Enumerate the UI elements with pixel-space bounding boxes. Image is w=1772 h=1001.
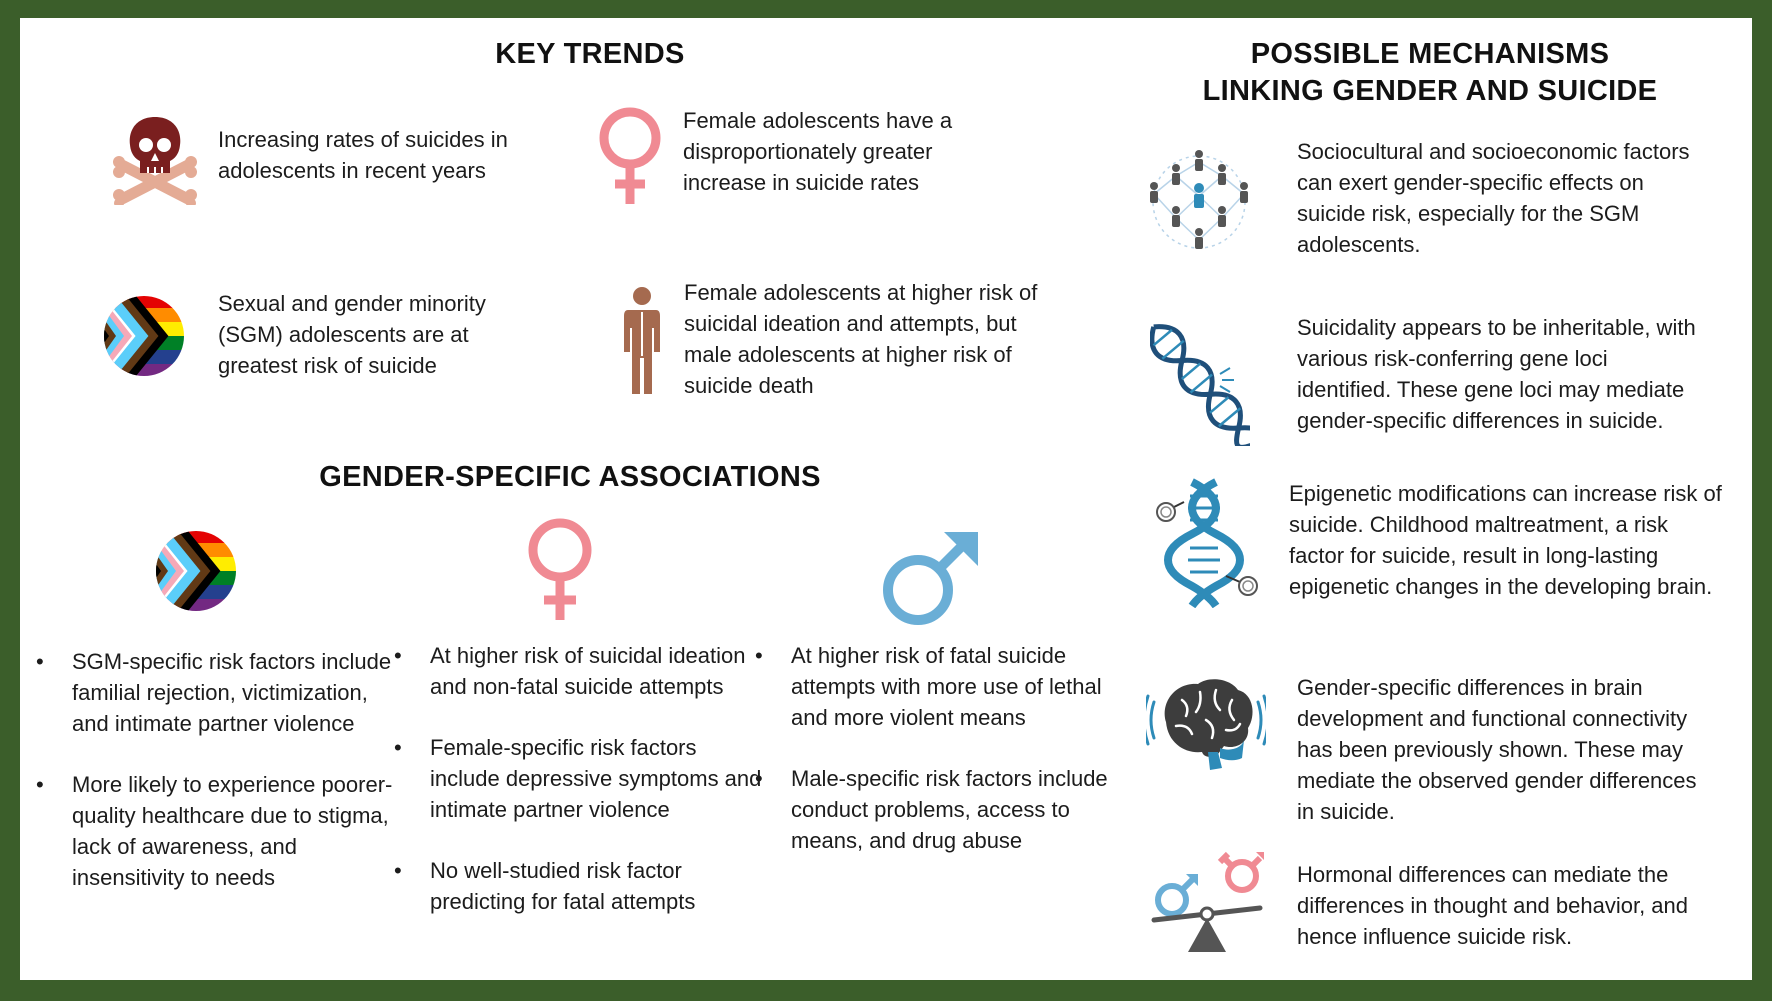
male-associations-list: At higher risk of fatal suicide attempts…: [751, 640, 1121, 886]
associations-title: GENDER-SPECIFIC ASSOCIATIONS: [319, 461, 821, 493]
key-trends-title: KEY TRENDS: [495, 38, 685, 70]
mechanisms-title-line2: LINKING GENDER AND SUICIDE: [1202, 75, 1658, 108]
brain-icon: [1146, 679, 1266, 770]
trend-text-rising-rates: Increasing rates of suicides in adolesce…: [218, 127, 508, 183]
female-symbol-icon: [528, 518, 592, 620]
sgm-bullet: SGM-specific risk factors include famili…: [32, 646, 402, 739]
skull-crossbones-icon: [113, 117, 197, 205]
mechanism-text-inheritable: Suicidality appears to be inheritable, w…: [1297, 315, 1696, 433]
female-bullet: No well-studied risk factor predicting f…: [390, 855, 762, 917]
social-network-icon: [1150, 150, 1248, 249]
male-bullet: Male-specific risk factors include condu…: [751, 763, 1121, 856]
progress-pride-flag-icon: [156, 531, 236, 611]
gender-balance-scale-icon: [1151, 851, 1264, 952]
mechanisms-title: POSSIBLE MECHANISMS LINKING GENDER AND S…: [1150, 36, 1710, 110]
male-symbol-icon: [883, 532, 978, 625]
sgm-associations-list: SGM-specific risk factors include famili…: [32, 646, 402, 923]
progress-pride-flag-icon: [104, 296, 184, 376]
female-bullet: At higher risk of suicidal ideation and …: [390, 640, 762, 702]
mechanism-text-epigenetic: Epigenetic modifications can increase ri…: [1289, 481, 1722, 599]
female-bullet: Female-specific risk factors include dep…: [390, 732, 762, 825]
female-symbol-icon: [599, 107, 661, 204]
mechanism-text-brain: Gender-specific differences in brain dev…: [1297, 675, 1697, 824]
mechanisms-title-line1: POSSIBLE MECHANISMS: [1250, 38, 1610, 70]
dna-helix-icon: [1150, 324, 1250, 446]
person-icon: [624, 287, 660, 394]
sgm-bullet: More likely to experience poorer-quality…: [32, 769, 402, 893]
female-associations-list: At higher risk of suicidal ideation and …: [390, 640, 762, 947]
mechanism-text-hormonal: Hormonal differences can mediate the dif…: [1297, 862, 1689, 949]
mechanism-text-sociocultural: Sociocultural and socioeconomic factors …: [1297, 139, 1690, 257]
infographic-panel: KEY TRENDS Increasing rates of suicides …: [20, 18, 1752, 980]
epigenetic-dna-icon: [1156, 478, 1258, 608]
trend-text-gender-diff: Female adolescents at higher risk of sui…: [684, 280, 1038, 398]
male-bullet: At higher risk of fatal suicide attempts…: [751, 640, 1121, 733]
trend-text-sgm-risk: Sexual and gender minority (SGM) adolesc…: [218, 291, 486, 378]
trend-text-female-increase: Female adolescents have a disproportiona…: [683, 108, 953, 195]
